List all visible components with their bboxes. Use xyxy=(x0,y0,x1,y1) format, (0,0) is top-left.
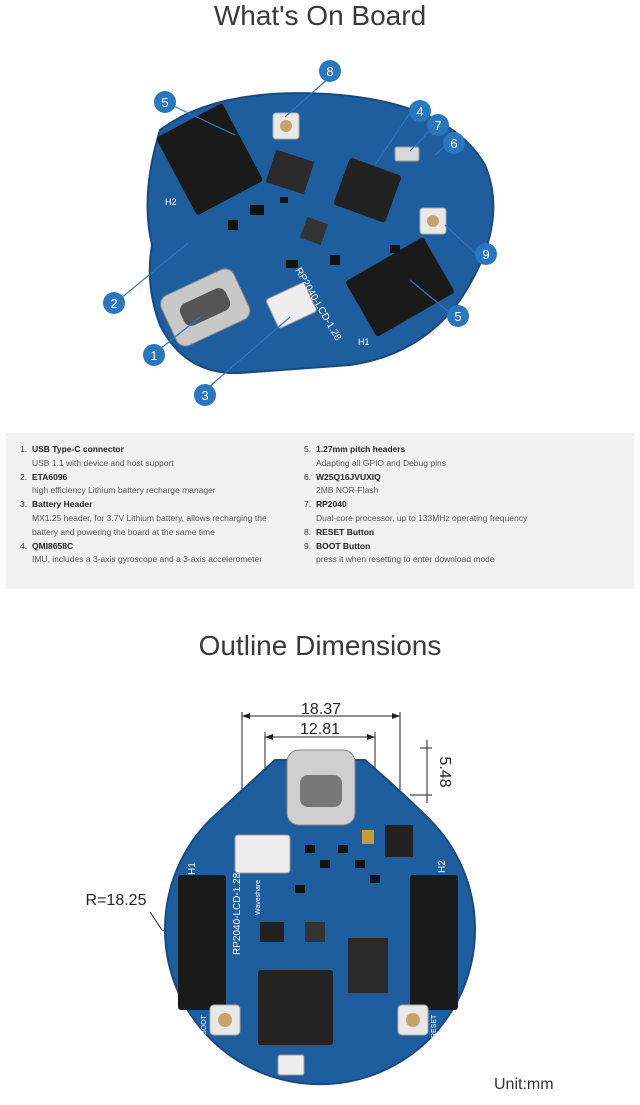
section-title: Outline Dimensions xyxy=(198,630,442,661)
feature-item: 1.USB Type-C connector USB 1.1 with devi… xyxy=(20,443,290,471)
dim-width-inner: 12.81 xyxy=(300,721,340,738)
feature-title: BOOT Button xyxy=(316,540,371,551)
board-model-label: RP2040-LCD-1.28 xyxy=(232,872,243,955)
svg-text:1: 1 xyxy=(150,348,157,363)
callout-6 xyxy=(443,132,465,154)
h2-label: H2 xyxy=(165,197,177,207)
feature-title: USB Type-C connector xyxy=(32,444,124,454)
feature-desc: IMU, includes a 3-axis gyroscope and a 3… xyxy=(32,554,263,565)
feature-desc: Adapting all GPIO and Debug pins xyxy=(316,457,446,468)
feature-title: RP2040 xyxy=(316,499,347,510)
svg-text:9: 9 xyxy=(482,247,489,262)
battery-connector xyxy=(234,834,291,874)
svg-text:2: 2 xyxy=(110,296,117,311)
svg-text:5: 5 xyxy=(454,309,461,324)
feature-item: 5.1.27mm pitch headers Adapting all GPIO… xyxy=(304,443,624,471)
svg-text:8: 8 xyxy=(326,64,333,79)
callout-5a xyxy=(154,91,176,113)
feature-desc: USB 1.1 with device and host support xyxy=(32,457,174,468)
feature-list: 1.USB Type-C connector USB 1.1 with devi… xyxy=(6,433,634,589)
battery-header xyxy=(266,282,317,329)
header-h2 xyxy=(156,103,263,215)
svg-text:6: 6 xyxy=(450,136,457,151)
page-title: What's On Board xyxy=(213,0,427,31)
dim-width-outer: 18.37 xyxy=(301,701,341,718)
feature-title: ETA6096 xyxy=(32,471,68,482)
header-h1 xyxy=(178,875,226,1010)
callout-7 xyxy=(427,114,449,136)
feature-item: 2.ETA6096 high efficiency Lithium batter… xyxy=(20,471,290,499)
boot-label: BOOT xyxy=(201,1014,208,1035)
callout-9 xyxy=(475,243,497,265)
board-top-view: RP2040-LCD-1.28 H2 H1 5 8 4 7 6 9 5 2 1 xyxy=(103,60,497,406)
header-h1 xyxy=(346,237,454,337)
feature-title: 1.27mm pitch headers xyxy=(316,444,406,454)
feature-desc: MX1.25 header, for 3.7V Lithium battery,… xyxy=(32,512,267,537)
rp2040-chip xyxy=(333,158,402,223)
feature-item: 9.BOOT Button press it when resetting to… xyxy=(304,540,624,568)
unit-label: Unit:mm xyxy=(494,1076,554,1093)
feature-title: W25Q16JVUXIQ xyxy=(316,471,381,482)
feature-item: 4.QMI8658C IMU, includes a 3-axis gyrosc… xyxy=(20,540,290,568)
feature-title: Battery Header xyxy=(32,499,93,510)
feature-item: 3.Battery Header MX1.25 header, for 3.7V… xyxy=(20,498,290,539)
feature-item: 6.W25Q16JVUXIQ 2MB NOR-Flash xyxy=(304,471,624,499)
callout-5b xyxy=(447,305,469,327)
svg-text:3: 3 xyxy=(201,388,208,403)
feature-column-left: 1.USB Type-C connector USB 1.1 with devi… xyxy=(20,443,290,567)
brand-label: Waveshare xyxy=(255,880,262,915)
feature-title: QMI8658C xyxy=(32,540,74,551)
feature-item: 7.RP2040 Dual-core processor, up to 133M… xyxy=(304,498,624,526)
h1-label: H1 xyxy=(358,337,370,347)
header-h2 xyxy=(410,875,458,1010)
outline-dimensions-drawing: 18.37 12.81 5.48 R=18.25 H1 H2 RP2040-LC… xyxy=(86,701,476,1086)
feature-desc: high efficiency Lithium battery recharge… xyxy=(32,485,216,496)
callout-4 xyxy=(409,100,431,122)
callout-3 xyxy=(194,384,216,406)
callout-2 xyxy=(103,292,125,314)
dim-radius: R=18.25 xyxy=(86,892,147,909)
led xyxy=(277,1054,305,1076)
ic-chip xyxy=(385,825,413,857)
feature-desc: 2MB NOR-Flash xyxy=(316,485,379,496)
flash-chip xyxy=(265,149,315,195)
callout-8 xyxy=(319,60,341,82)
feature-desc: Dual-core processor, up to 133MHz operat… xyxy=(316,512,528,523)
feature-column-right: 5.1.27mm pitch headers Adapting all GPIO… xyxy=(304,443,624,567)
crystal xyxy=(394,146,420,162)
dim-height: 5.48 xyxy=(436,756,453,787)
small-chip xyxy=(260,922,284,942)
imu-chip xyxy=(305,922,325,942)
callout-1 xyxy=(143,344,165,366)
callout-markers: 5 8 4 7 6 9 5 2 1 3 xyxy=(103,60,497,406)
h2-label: H2 xyxy=(437,860,448,873)
feature-item: 8.RESET Button xyxy=(304,526,375,537)
svg-text:4: 4 xyxy=(416,104,423,119)
rp2040-chip xyxy=(258,970,333,1045)
feature-title: RESET Button xyxy=(316,526,375,537)
svg-text:7: 7 xyxy=(434,118,441,133)
reset-label: RESET xyxy=(431,1014,438,1038)
feature-desc: press it when resetting to enter downloa… xyxy=(316,554,495,565)
h1-label: H1 xyxy=(187,862,198,875)
imu-chip xyxy=(299,216,329,246)
flash-chip xyxy=(348,938,388,993)
svg-text:5: 5 xyxy=(161,95,168,110)
